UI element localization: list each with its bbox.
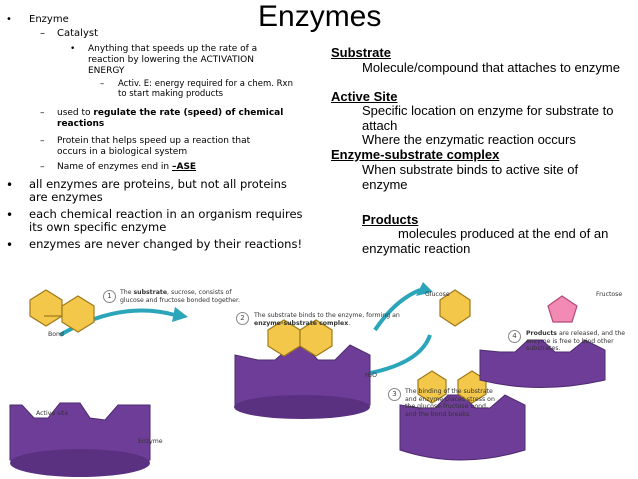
def-substrate-heading: Substrate [331, 45, 391, 60]
bond-label: Bond [48, 331, 64, 338]
regulate-bold: regulate the rate (speed) of chemical re… [57, 108, 284, 129]
bullet-icon: • [6, 14, 12, 25]
water-label: H₂O [365, 372, 378, 379]
dash-icon: – [40, 108, 45, 118]
enzyme-shadow-2 [234, 395, 370, 419]
outline-catalyst-def: Anything that speeds up the rate of a re… [88, 44, 258, 76]
step-number: 2 [236, 312, 249, 325]
dash-icon: – [40, 162, 45, 172]
def-active-site-heading: Active Site [331, 89, 398, 104]
step1-c: , sucrose, consists of glucose and fruct… [120, 289, 240, 304]
outline-catalyst: Catalyst [57, 28, 98, 39]
arrowhead-icon [172, 307, 188, 322]
dash-icon: – [40, 28, 45, 39]
arrow-icon [373, 288, 421, 332]
def-complex-heading: Enzyme-substrate complex [331, 147, 500, 162]
page-title: Enzymes [258, 0, 382, 33]
arrowhead-icon [416, 282, 433, 296]
outline-ase: Name of enzymes end in –ASE [57, 162, 292, 173]
def-complex-text: When substrate binds to active site of e… [362, 162, 579, 192]
enzyme-shape-4 [479, 339, 606, 388]
outline-activation-energy: Activ. E: energy required for a chem. Rx… [118, 79, 293, 99]
enzyme-label: Enzyme [138, 438, 163, 445]
step3-caption: The binding of the substrate and enzyme … [405, 388, 495, 418]
step1-a: The [120, 289, 134, 296]
ase-bold: –ASE [171, 162, 197, 172]
substrate-bound [267, 319, 333, 357]
bullet-icon: • [6, 178, 14, 192]
outline-regulate: used to regulate the rate (speed) of che… [57, 108, 292, 130]
step4-c: are released, and the enzyme is free to … [526, 330, 626, 352]
ase-prefix: Name of enzymes end in [57, 162, 172, 172]
active-site-label: Active site [36, 410, 69, 417]
bullet-proteins: all enzymes are proteins, but not all pr… [29, 177, 287, 204]
step2-c: . [348, 319, 351, 327]
outline-enzyme: Enzyme [29, 14, 69, 25]
step-number: 4 [508, 330, 521, 343]
bullet-specific: each chemical reaction in an organism re… [29, 207, 303, 234]
def-products-text: molecules produced at the end of an enzy… [362, 226, 609, 256]
enzyme-shadow-1 [10, 449, 150, 477]
step1-b: substrate [133, 289, 168, 296]
fructose-label: Fructose [596, 291, 623, 298]
def-products-heading: Products [362, 212, 419, 227]
bullet-unchanged: enzymes are never changed by their react… [29, 237, 303, 251]
regulate-prefix: used to [57, 108, 94, 118]
step2-b: enzyme-substrate complex [254, 319, 349, 327]
glucose-label: Glucose [425, 291, 450, 298]
glucose-shape [439, 289, 471, 327]
dash-icon: – [40, 136, 45, 146]
step-number: 3 [388, 388, 401, 401]
step2-caption: The substrate binds to the enzyme, formi… [254, 312, 404, 327]
substrate-sucrose [29, 289, 95, 333]
bullet-icon: • [6, 208, 14, 222]
step-number: 1 [103, 290, 116, 303]
def-active-site-text2: Where the enzymatic reaction occurs [362, 132, 576, 147]
fructose-shape [547, 295, 578, 323]
step1-caption: The substrate, sucrose, consists of gluc… [120, 289, 250, 304]
arrow-icon [359, 334, 432, 377]
def-substrate-text: Molecule/compound that attaches to enzym… [362, 60, 620, 75]
step4-b: Products [526, 330, 557, 337]
outline-protein: Protein that helps speed up a reaction t… [57, 136, 251, 157]
bullet-icon: • [70, 44, 76, 54]
dash-icon: – [100, 79, 105, 89]
substrate-split [417, 370, 487, 404]
step2-a: The substrate binds to the enzyme, formi… [254, 312, 400, 319]
step4-caption: Products are released, and the enzyme is… [526, 330, 631, 353]
bullet-icon: • [6, 238, 14, 252]
def-active-site-text: Specific location on enzyme for substrat… [362, 103, 614, 133]
